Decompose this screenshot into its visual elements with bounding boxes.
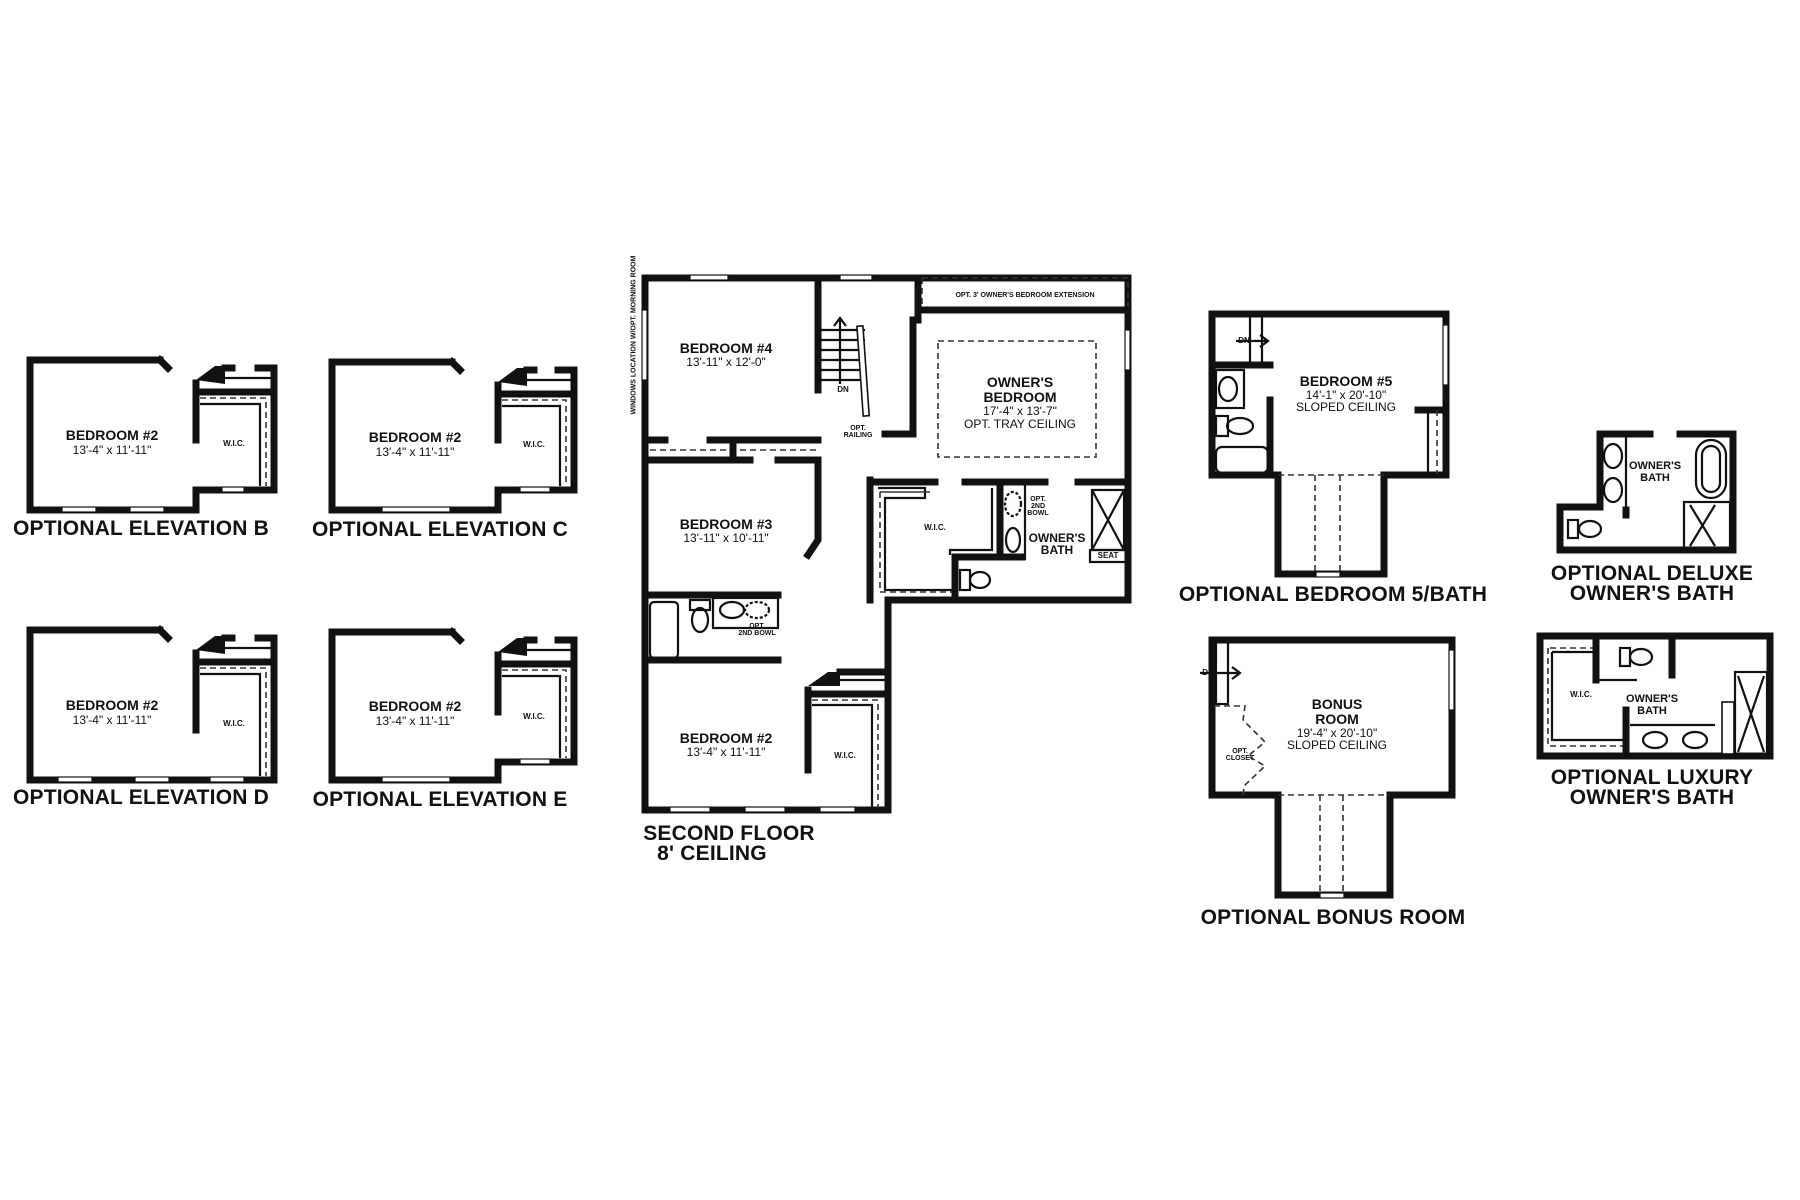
luxury-bath-plan xyxy=(1536,632,1774,760)
bedroom5-caption: OPTIONAL BEDROOM 5/BATH xyxy=(1178,583,1488,606)
owners-bedroom-label: OWNER'S xyxy=(986,374,1054,390)
room-dimension: 13'-4" x 11'-11" xyxy=(375,714,455,728)
room-dimension: 13'-4" x 11'-11" xyxy=(375,445,455,459)
owners-bath-label-2: BATH xyxy=(1040,543,1074,557)
deluxe-bath-caption-2: OWNER'S BATH xyxy=(1569,582,1735,605)
room-label: BEDROOM #2 xyxy=(368,698,462,714)
owners-bedroom-dimension: 17'-4" x 13'-7" xyxy=(983,404,1057,418)
bedroom5-plan xyxy=(1208,310,1450,578)
second-floor-caption: SECOND FLOOR xyxy=(643,822,815,845)
room-label: BEDROOM #2 xyxy=(65,697,159,713)
room-label: BEDROOM #2 xyxy=(368,429,462,445)
bedroom5-label: BEDROOM #5 xyxy=(1299,373,1393,389)
room-dimension: 13'-4" x 11'-11" xyxy=(72,443,152,457)
luxury-bath-caption: OPTIONAL LUXURY xyxy=(1550,766,1754,789)
stair-down-label: DN xyxy=(1238,336,1250,345)
owners-bath-label: OWNER'S xyxy=(1625,693,1679,705)
opt-2nd-bowl-label-2: 2ND xyxy=(1030,503,1046,510)
bonus-room-label-2: ROOM xyxy=(1315,711,1359,727)
bedroom3-dimension: 13'-11" x 10'-11" xyxy=(683,531,769,545)
bedroom5-dimension: 14'-1" x 20'-10" xyxy=(1305,388,1387,402)
room-label: BEDROOM #2 xyxy=(65,427,159,443)
luxury-bath-caption-2: OWNER'S BATH xyxy=(1569,786,1735,809)
bedroom4-label: BEDROOM #4 xyxy=(679,340,773,356)
elevation-e-plan xyxy=(328,627,578,784)
wic-label: W.I.C. xyxy=(1570,690,1592,699)
owners-bedroom-label-2: BEDROOM xyxy=(983,389,1057,405)
opt-railing-label-2: RAILING xyxy=(843,432,873,439)
elevation-b-plan xyxy=(26,355,278,514)
wic-label: W.I.C. xyxy=(523,440,545,449)
opt-closet-label-2: CLOSET xyxy=(1225,755,1255,762)
wic-label: W.I.C. xyxy=(924,523,946,532)
bedroom2-dimension: 13'-4" x 11'-11" xyxy=(686,745,766,759)
wic-label: W.I.C. xyxy=(523,712,545,721)
stair-down-label: DN xyxy=(837,385,849,394)
windows-location-note: WINDOWS LOCATION W/OPT. MORNING ROOM xyxy=(630,255,638,415)
tray-ceiling-note: OPT. TRAY CEILING xyxy=(963,417,1077,431)
wic-label: W.I.C. xyxy=(223,719,245,728)
ceiling-height-caption: 8' CEILING xyxy=(657,842,767,865)
seat-label: SEAT xyxy=(1097,551,1119,560)
elevation-b-caption: OPTIONAL ELEVATION B xyxy=(12,517,270,540)
owners-bath-label-2: BATH xyxy=(1640,472,1670,484)
bedroom4-dimension: 13'-11" x 12'-0" xyxy=(686,355,766,369)
wic-label: W.I.C. xyxy=(834,751,856,760)
sloped-ceiling-note: SLOPED CEILING xyxy=(1295,400,1397,414)
deluxe-bath-caption: OPTIONAL DELUXE xyxy=(1550,562,1754,585)
opt-2nd-bowl-label-3: BOWL xyxy=(1027,510,1049,517)
opt-2nd-bowl-label: OPT. xyxy=(1030,496,1046,503)
sloped-ceiling-note: SLOPED CEILING xyxy=(1286,738,1388,752)
bonus-room-dimension: 19'-4" x 20'-10" xyxy=(1296,726,1378,740)
bonus-room-label: BONUS xyxy=(1311,696,1363,712)
bonus-room-caption: OPTIONAL BONUS ROOM xyxy=(1200,906,1466,929)
elevation-d-plan xyxy=(26,625,278,784)
elevation-c-caption: OPTIONAL ELEVATION C xyxy=(311,518,569,541)
second-floor-plan xyxy=(641,274,1132,814)
opt-closet-label: OPT. xyxy=(1232,748,1248,755)
bedroom2-label: BEDROOM #2 xyxy=(679,730,773,746)
elevation-c-plan xyxy=(328,357,578,514)
bonus-room-plan xyxy=(1200,636,1456,899)
bedroom3-label: BEDROOM #3 xyxy=(679,516,773,532)
wic-label: W.I.C. xyxy=(223,439,245,448)
owners-bath-label-2: BATH xyxy=(1637,705,1667,717)
owners-bath-label: OWNER'S xyxy=(1628,460,1682,472)
stair-down-label: DN xyxy=(1202,668,1214,677)
elevation-e-caption: OPTIONAL ELEVATION E xyxy=(312,788,568,811)
stair xyxy=(820,316,917,438)
hall-bath-opt-label-2: 2ND BOWL xyxy=(738,630,776,637)
deluxe-bath-plan xyxy=(1556,430,1737,554)
elevation-d-caption: OPTIONAL ELEVATION D xyxy=(12,786,270,809)
opt-railing-label: OPT. xyxy=(850,425,866,432)
hall-bath-opt-label: OPT. xyxy=(749,623,765,630)
owners-bath-label: OWNER'S xyxy=(1028,531,1086,545)
room-dimension: 13'-4" x 11'-11" xyxy=(72,713,152,727)
extension-note: OPT. 3' OWNER'S BEDROOM EXTENSION xyxy=(955,292,1095,299)
